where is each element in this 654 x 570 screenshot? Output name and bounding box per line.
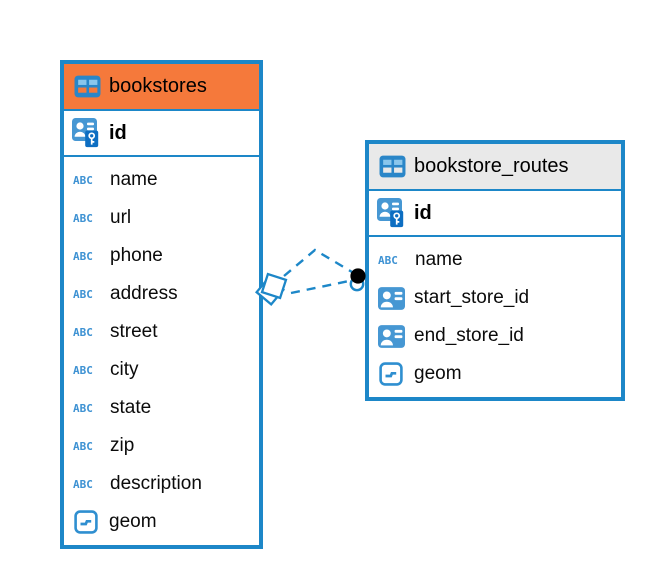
column-label: geom bbox=[109, 511, 157, 532]
text-type-icon: ABC bbox=[73, 173, 93, 187]
column-row-city[interactable]: ABC city bbox=[64, 351, 259, 389]
table-icon bbox=[73, 75, 101, 98]
column-label: zip bbox=[110, 435, 135, 456]
column-label: phone bbox=[110, 245, 163, 266]
text-type-icon: ABC bbox=[73, 439, 93, 453]
primary-key-icon bbox=[377, 198, 405, 228]
column-label: city bbox=[110, 359, 139, 380]
column-row-url[interactable]: ABC url bbox=[64, 199, 259, 237]
column-list: ABC name ABC url ABC phone ABC address A… bbox=[64, 157, 259, 545]
column-label: geom bbox=[414, 363, 462, 384]
column-label: id bbox=[414, 201, 432, 224]
column-label: url bbox=[110, 207, 132, 228]
column-row-name[interactable]: ABC name bbox=[64, 161, 259, 199]
relationship-line-upper[interactable] bbox=[283, 248, 353, 277]
column-list: ABC name start_store_id end_store_id geo… bbox=[369, 237, 621, 397]
column-label: state bbox=[110, 397, 152, 418]
table-title: bookstore_routes bbox=[414, 155, 569, 177]
relationship-line-lower[interactable] bbox=[290, 279, 350, 295]
column-label: street bbox=[110, 321, 158, 342]
text-type-icon: ABC bbox=[73, 363, 93, 377]
text-type-icon: ABC bbox=[73, 477, 93, 491]
primary-key-icon bbox=[72, 118, 100, 148]
geometry-type-icon bbox=[72, 510, 100, 534]
text-type-icon: ABC bbox=[73, 249, 93, 263]
table-bookstore-routes[interactable]: bookstore_routes id ABC name start_store… bbox=[365, 140, 625, 401]
column-row-start-store-id[interactable]: start_store_id bbox=[369, 279, 621, 317]
foreign-key-icon bbox=[377, 325, 405, 348]
column-row-end-store-id[interactable]: end_store_id bbox=[369, 317, 621, 355]
column-row-street[interactable]: ABC street bbox=[64, 313, 259, 351]
text-type-icon: ABC bbox=[378, 253, 398, 267]
column-label: name bbox=[110, 169, 158, 190]
column-row-geom[interactable]: geom bbox=[64, 503, 259, 541]
column-row-name[interactable]: ABC name bbox=[369, 241, 621, 279]
column-label: name bbox=[415, 249, 463, 270]
table-title: bookstores bbox=[109, 75, 207, 97]
text-type-icon: ABC bbox=[73, 325, 93, 339]
table-header-bookstores[interactable]: bookstores bbox=[64, 64, 259, 111]
table-bookstores[interactable]: bookstores id ABC name ABC url ABC phone… bbox=[60, 60, 263, 549]
column-row-address[interactable]: ABC address bbox=[64, 275, 259, 313]
column-label: address bbox=[110, 283, 178, 304]
column-label: id bbox=[109, 121, 127, 144]
circle-marker[interactable] bbox=[349, 268, 366, 292]
column-row-geom[interactable]: geom bbox=[369, 355, 621, 393]
column-label: description bbox=[110, 473, 202, 494]
column-row-id[interactable]: id bbox=[64, 111, 259, 157]
text-type-icon: ABC bbox=[73, 401, 93, 415]
text-type-icon: ABC bbox=[73, 211, 93, 225]
column-row-description[interactable]: ABC description bbox=[64, 465, 259, 503]
column-label: end_store_id bbox=[414, 325, 524, 346]
table-header-bookstore-routes[interactable]: bookstore_routes bbox=[369, 144, 621, 191]
text-type-icon: ABC bbox=[73, 287, 93, 301]
column-row-state[interactable]: ABC state bbox=[64, 389, 259, 427]
table-icon bbox=[378, 155, 406, 178]
foreign-key-icon bbox=[377, 287, 405, 310]
column-row-id[interactable]: id bbox=[369, 191, 621, 237]
column-label: start_store_id bbox=[414, 287, 530, 308]
column-row-phone[interactable]: ABC phone bbox=[64, 237, 259, 275]
column-row-zip[interactable]: ABC zip bbox=[64, 427, 259, 465]
geometry-type-icon bbox=[377, 362, 405, 386]
